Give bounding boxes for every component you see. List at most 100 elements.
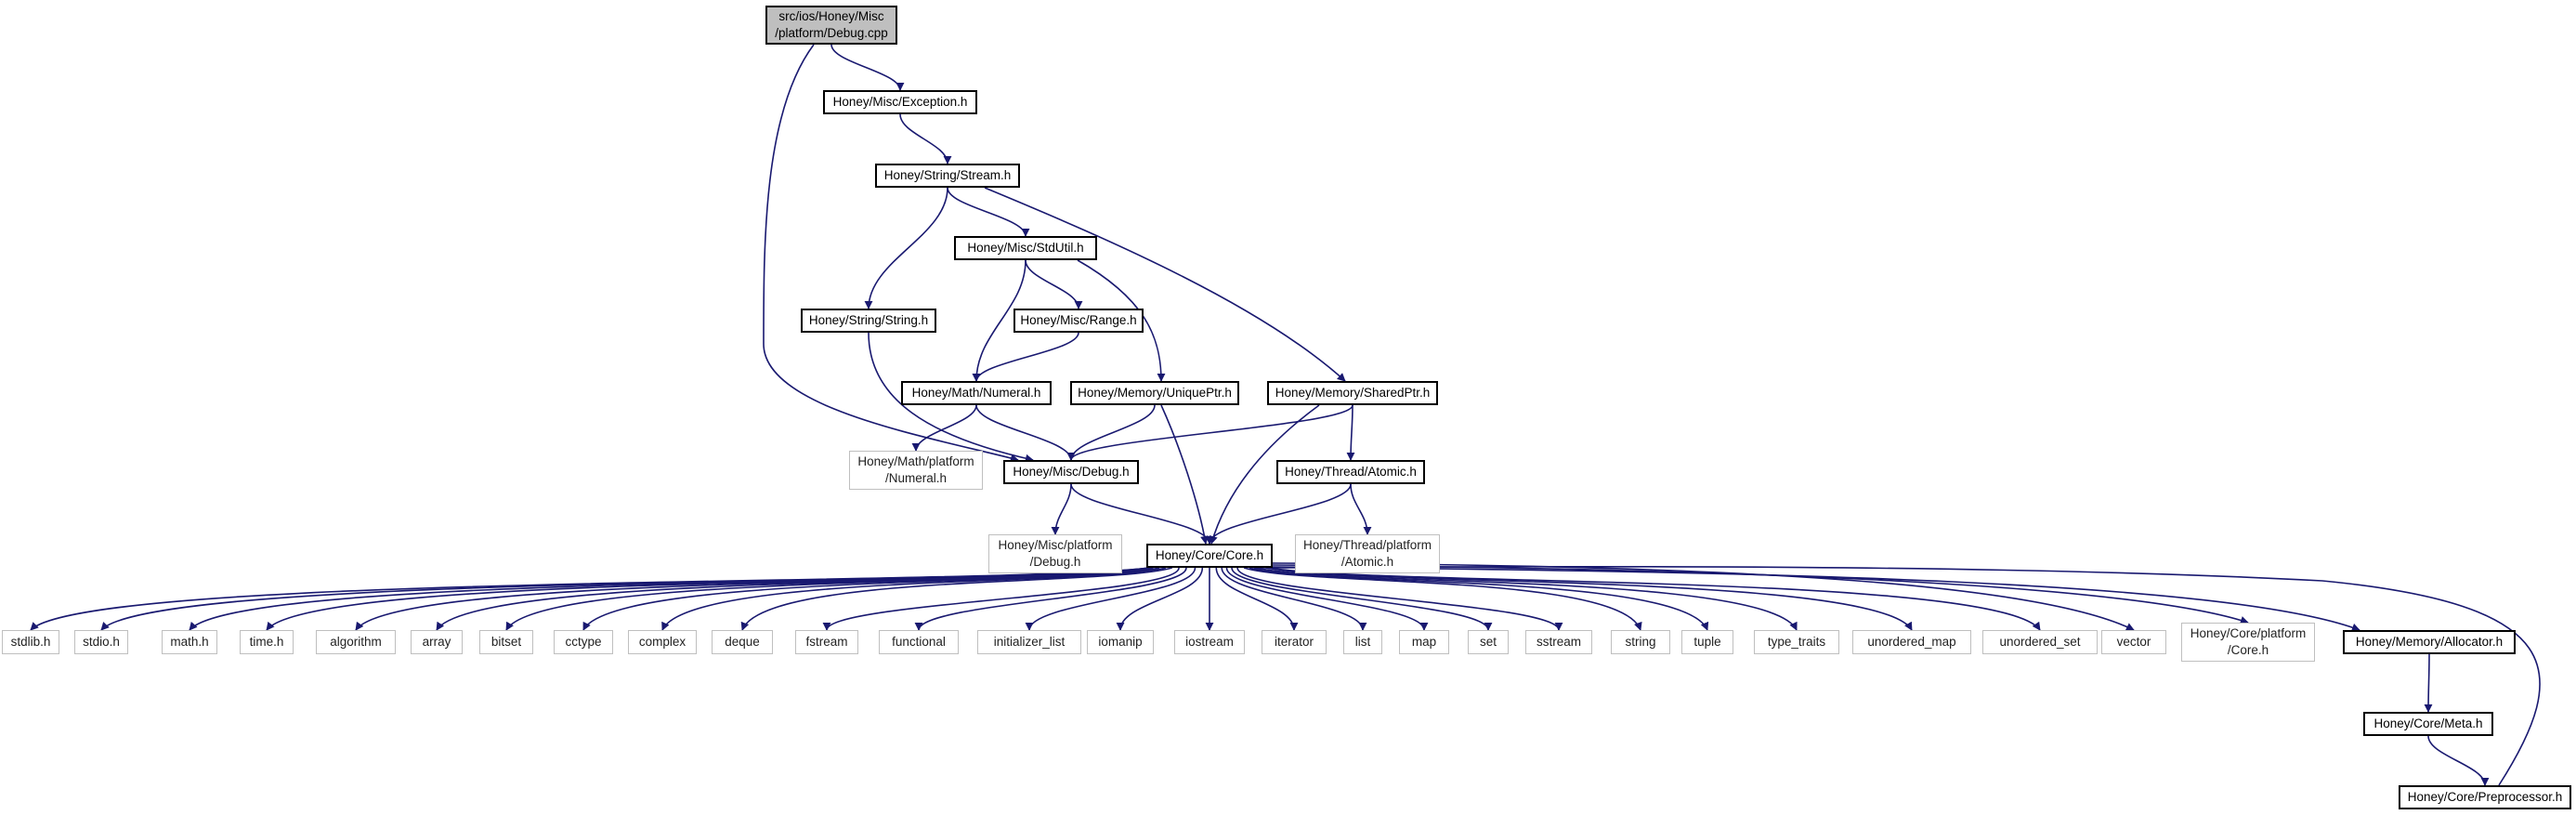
edge-atomic-to-core (1205, 483, 1352, 545)
node-cctype: cctype (554, 630, 613, 654)
node-stdio: stdio.h (74, 630, 128, 654)
edge-core-to-bitset (505, 567, 1154, 631)
node-fstream: fstream (795, 630, 858, 654)
edge-core-to-initializer-list (1025, 567, 1196, 631)
node-range[interactable]: Honey/Misc/Range.h (1013, 309, 1144, 333)
node-label: Honey/String/Stream.h (883, 168, 1012, 182)
edge-allocator-to-meta (2424, 653, 2433, 713)
edge-core-to-allocator (1272, 566, 2360, 632)
edge-core-to-functional (914, 567, 1187, 631)
edge-core-to-map (1225, 567, 1429, 631)
node-math: math.h (162, 630, 217, 654)
node-exception[interactable]: Honey/Misc/Exception.h (823, 90, 977, 114)
node-iostream: iostream (1174, 630, 1245, 654)
edge-stream-to-string-h (864, 187, 948, 309)
node-label: functional (892, 635, 946, 649)
edge-core-to-string (1243, 567, 1642, 631)
edge-stream-to-stdutil (947, 187, 1030, 237)
edge-core-to-list (1221, 567, 1367, 631)
node-preprocessor[interactable]: Honey/Core/Preprocessor.h (2399, 785, 2571, 809)
node-deque: deque (712, 630, 773, 654)
node-unordered-set: unordered_set (1982, 630, 2098, 654)
node-label: type_traits (1767, 635, 1826, 649)
node-label: complex (638, 635, 686, 649)
edge-uniqueptr-to-core (1160, 404, 1210, 545)
node-stdutil[interactable]: Honey/Misc/StdUtil.h (954, 236, 1097, 260)
edge-exception-to-stream (899, 113, 952, 164)
node-core-plat: Honey/Core/platform /Core.h (2181, 623, 2315, 662)
node-label: math.h (170, 635, 209, 649)
edge-core-to-unordered-set (1268, 567, 2041, 631)
edge-sharedptr-to-core (1209, 404, 1320, 545)
node-functional: functional (879, 630, 959, 654)
node-string-h[interactable]: Honey/String/String.h (801, 309, 936, 333)
edge-core-to-fstream (822, 567, 1180, 631)
node-label: list (1354, 635, 1371, 649)
node-label: fstream (805, 635, 848, 649)
node-meta[interactable]: Honey/Core/Meta.h (2363, 712, 2493, 736)
edge-root-to-exception (830, 44, 905, 91)
edge-core-to-type-traits (1256, 567, 1798, 631)
node-numeral[interactable]: Honey/Math/Numeral.h (901, 381, 1052, 405)
edge-core-to-iomanip (1116, 567, 1204, 631)
node-string: string (1611, 630, 1670, 654)
edge-core-to-sstream (1236, 567, 1563, 631)
edge-numeral-to-numeral-plat (911, 404, 977, 452)
node-label: Honey/Core/platform /Core.h (2190, 626, 2307, 657)
node-debug-h[interactable]: Honey/Misc/Debug.h (1003, 460, 1139, 484)
node-label: Honey/Core/Meta.h (2373, 716, 2483, 730)
node-label: Honey/Thread/platform /Atomic.h (1302, 538, 1432, 569)
edge-atomic-to-atomic-plat (1350, 483, 1372, 535)
node-stdlib: stdlib.h (2, 630, 59, 654)
node-bitset: bitset (479, 630, 533, 654)
node-label: src/ios/Honey/Misc /platform/Debug.cpp (775, 9, 888, 40)
node-label: set (1479, 635, 1497, 649)
node-root[interactable]: src/ios/Honey/Misc /platform/Debug.cpp (765, 6, 897, 45)
edge-stdutil-to-numeral (972, 259, 1026, 382)
node-label: array (422, 635, 451, 649)
node-complex: complex (628, 630, 697, 654)
node-label: unordered_map (1867, 635, 1956, 649)
node-label: Honey/Memory/SharedPtr.h (1275, 386, 1431, 400)
node-label: Honey/Memory/UniquePtr.h (1078, 386, 1232, 400)
edge-core-to-vector (1272, 562, 2135, 631)
edge-range-to-numeral (972, 332, 1079, 382)
edge-stdutil-to-range (1025, 259, 1083, 309)
node-label: algorithm (330, 635, 382, 649)
node-label: Honey/Math/Numeral.h (911, 386, 1041, 400)
node-label: Honey/Core/Preprocessor.h (2407, 790, 2563, 804)
node-tuple: tuple (1681, 630, 1733, 654)
edge-stdutil-to-uniqueptr (1077, 259, 1166, 382)
node-label: Honey/Misc/Debug.h (1013, 465, 1130, 479)
node-label: map (1411, 635, 1437, 649)
node-label: Honey/Misc/platform /Debug.h (998, 538, 1113, 569)
node-label: iostream (1185, 635, 1234, 649)
edge-meta-to-preprocessor (2427, 735, 2490, 786)
node-label: iomanip (1098, 635, 1143, 649)
edge-sharedptr-to-atomic (1346, 404, 1355, 461)
edge-core-to-complex (661, 567, 1167, 631)
node-sstream: sstream (1525, 630, 1592, 654)
node-array: array (411, 630, 463, 654)
node-sharedptr[interactable]: Honey/Memory/SharedPtr.h (1267, 381, 1438, 405)
node-stream[interactable]: Honey/String/Stream.h (875, 164, 1020, 188)
node-allocator[interactable]: Honey/Memory/Allocator.h (2343, 630, 2516, 654)
edge-string-h-to-debug-h (868, 332, 1034, 463)
edge-core-to-cctype (582, 567, 1160, 631)
node-label: Honey/String/String.h (808, 313, 929, 327)
node-core[interactable]: Honey/Core/Core.h (1146, 544, 1273, 568)
edge-numeral-to-debug-h (975, 404, 1076, 461)
node-unordered-map: unordered_map (1852, 630, 1971, 654)
node-time: time.h (240, 630, 294, 654)
edge-core-to-deque (740, 567, 1172, 631)
edge-core-to-unordered-map (1265, 567, 1913, 631)
node-label: sstream (1536, 635, 1581, 649)
edge-core-to-tuple (1249, 567, 1709, 631)
node-iomanip: iomanip (1087, 630, 1154, 654)
node-atomic[interactable]: Honey/Thread/Atomic.h (1276, 460, 1425, 484)
node-label: vector (2116, 635, 2151, 649)
node-uniqueptr[interactable]: Honey/Memory/UniquePtr.h (1070, 381, 1239, 405)
node-label: tuple (1693, 635, 1721, 649)
